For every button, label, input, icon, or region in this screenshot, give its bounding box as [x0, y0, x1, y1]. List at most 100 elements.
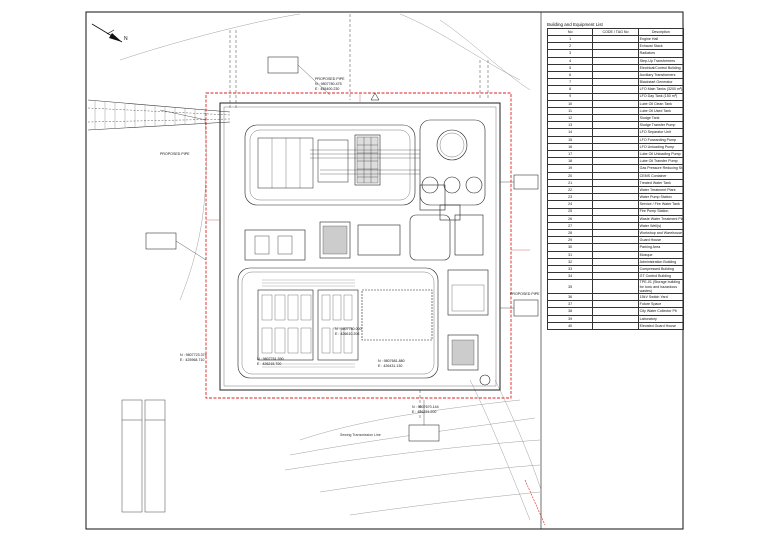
- north-west-block: [244, 124, 416, 206]
- legend-row-description: Administration Building: [637, 257, 685, 267]
- legend-row: 40 Elevated Guard House: [546, 321, 685, 330]
- legend-row-code: [592, 135, 639, 144]
- legend-row-description: Step-Up Transformers: [637, 56, 685, 65]
- legend-row-description: Future Space: [637, 300, 685, 309]
- legend-row-code: [592, 92, 639, 101]
- legend-row-no: 39: [546, 314, 594, 323]
- legend-row-description: Lube Oil Clean Tank: [637, 99, 685, 108]
- legend-row-no: 29: [546, 236, 594, 245]
- legend-header-no: No: [546, 28, 594, 36]
- legend-row-description: Gas Pressure Reducing Station: [637, 164, 685, 173]
- legend-row-code: [592, 264, 639, 274]
- legend-row-description: Parking Area: [637, 243, 685, 252]
- legend-row-description: Lube Oil Transfer Pump: [637, 157, 685, 166]
- coord-text-1: N : 9807780.475: [315, 82, 342, 86]
- legend-row-description: TPE-01 (Storage building for toxic and h…: [637, 279, 685, 294]
- legend-row-no: 1: [546, 34, 594, 44]
- legend-row: 22 Water Treatment Plant: [546, 185, 685, 195]
- legend-row-no: 6: [546, 70, 594, 80]
- legend-header-code: CODE / TAG No: [592, 28, 639, 36]
- legend-row-code: [592, 200, 639, 209]
- legend-row-code: [592, 207, 639, 216]
- survey-lines: [206, 93, 530, 251]
- road-label: Sewing Transmission Line: [340, 433, 381, 437]
- legend-row-no: 30: [546, 243, 594, 252]
- legend-row-description: Elevated Guard House: [637, 321, 685, 330]
- legend-row: 3 Radiators: [546, 49, 685, 58]
- legend-row-code: [592, 149, 639, 159]
- legend-row-no: 23: [546, 193, 594, 202]
- tag-label-c: PROPOSED PIPE: [510, 292, 540, 296]
- building-equipment-list: Building and Equipment List No CODE / TA…: [546, 22, 685, 330]
- legend-row-description: Lube Oil Unloading Pump: [637, 149, 685, 159]
- inner-fence-2: [223, 106, 497, 387]
- legend-row-description: City Water Collector Pit: [637, 307, 685, 316]
- coord-text-4: E : 426610.206: [335, 332, 359, 336]
- engine-hall-block: [237, 267, 439, 379]
- legend-row-no: 5: [546, 63, 594, 72]
- legend-row-no: 3: [546, 49, 594, 58]
- coord-text-6: E : 426215.700: [257, 362, 281, 366]
- legend-row-code: [592, 185, 639, 195]
- legend-row-description: GT Control Building: [637, 272, 685, 281]
- legend-row-code: [592, 171, 639, 180]
- legend-row-no: 15: [546, 135, 594, 144]
- parking-area: [121, 399, 166, 513]
- legend-row-code: [592, 42, 639, 51]
- legend-row-no: 13: [546, 121, 594, 130]
- coord-text-8: E : 425968.710: [180, 358, 204, 362]
- legend-row-no: 2: [546, 42, 594, 51]
- legend-row-no: 22: [546, 185, 594, 195]
- legend-row-code: [592, 178, 639, 187]
- legend-row-no: 8: [546, 85, 594, 94]
- legend-row-no: 40: [546, 321, 594, 330]
- legend-row-no: 35: [546, 279, 594, 294]
- legend-row-code: [592, 221, 639, 231]
- engine-units: [261, 294, 353, 354]
- legend-row-description: Waste Water Treatment Plant: [637, 214, 685, 223]
- legend-row-code: [592, 157, 639, 166]
- legend-row-no: 38: [546, 307, 594, 316]
- north-arrow: [91, 23, 123, 43]
- coord-text-5: N : 9807761.590: [257, 357, 284, 361]
- legend-row: 4 Step-Up Transformers: [546, 56, 685, 65]
- legend-row-description: Laboratory: [637, 314, 685, 323]
- radiator-lines: [262, 279, 355, 368]
- legend-row-no: 4: [546, 56, 594, 65]
- legend-row-description: Water Treatment Plant: [637, 185, 685, 195]
- legend-row-no: 7: [546, 78, 594, 87]
- legend-row-description: LFO Separator Unit: [637, 128, 685, 137]
- legend-header-row: No CODE / TAG No Description: [546, 28, 685, 36]
- legend-row-no: 11: [546, 106, 594, 116]
- legend-row-code: [592, 128, 639, 137]
- legend-row-description: Treated Water Tank: [637, 178, 685, 187]
- legend-row-code: [592, 114, 639, 123]
- legend-row-description: Radiators: [637, 49, 685, 58]
- legend-row-description: Fire Pump Station: [637, 207, 685, 216]
- coord-text-7: N : 9807723.374: [180, 353, 207, 357]
- legend-row-code: [592, 321, 639, 330]
- legend-row-description: Mosque: [637, 250, 685, 259]
- legend-row-no: 36: [546, 292, 594, 302]
- legend-row-code: [592, 292, 639, 302]
- legend-row-code: [592, 63, 639, 72]
- legend-row-code: [592, 243, 639, 252]
- legend-row-code: [592, 257, 639, 267]
- dashed-roads: [229, 14, 489, 420]
- legend-row-no: 20: [546, 171, 594, 180]
- legend-row-no: 32: [546, 257, 594, 267]
- road-hatch: [94, 101, 206, 129]
